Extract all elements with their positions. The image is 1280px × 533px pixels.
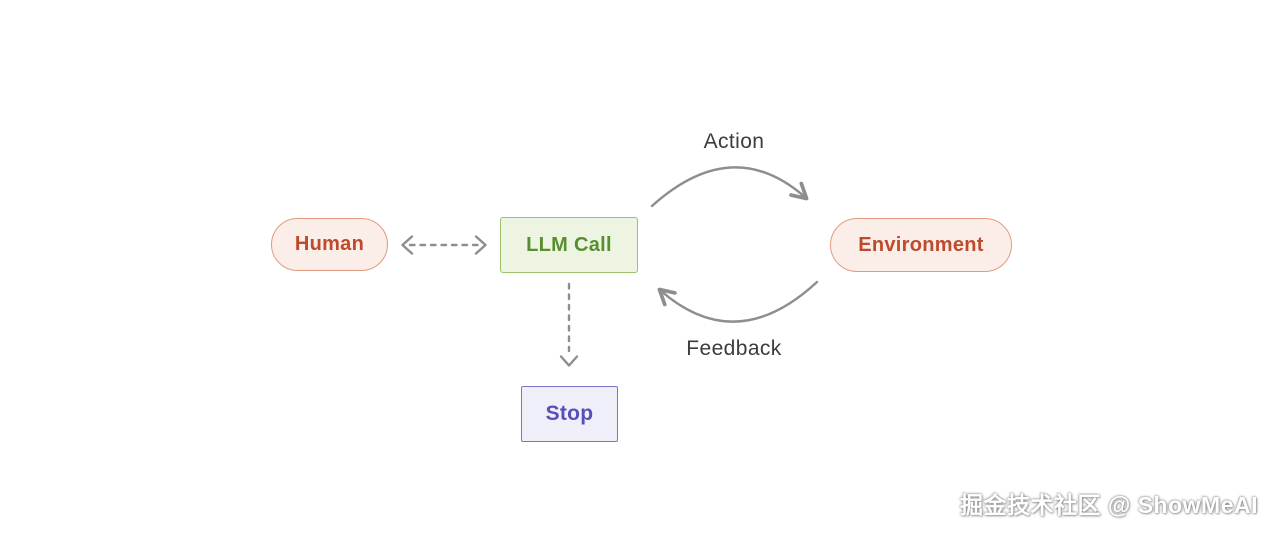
human-llm-dashed-arrow <box>401 235 487 255</box>
watermark-text: 掘金技术社区 @ ShowMeAI <box>960 492 1258 518</box>
action-edge-label: Action <box>703 130 765 153</box>
llm-stop-dashed-arrow <box>559 282 579 367</box>
node-environment-label: Environment <box>858 233 984 256</box>
node-llm-call-label: LLM Call <box>526 233 612 256</box>
feedback-edge-label: Feedback <box>686 337 782 360</box>
node-environment: Environment <box>830 218 1012 272</box>
node-stop-label: Stop <box>545 402 594 425</box>
node-human-label: Human <box>294 233 365 255</box>
action-arrow <box>650 166 809 208</box>
node-llm-call: LLM Call <box>500 217 638 273</box>
feedback-arrow <box>657 280 819 323</box>
node-human: Human <box>271 218 388 271</box>
node-stop: Stop <box>521 386 618 442</box>
